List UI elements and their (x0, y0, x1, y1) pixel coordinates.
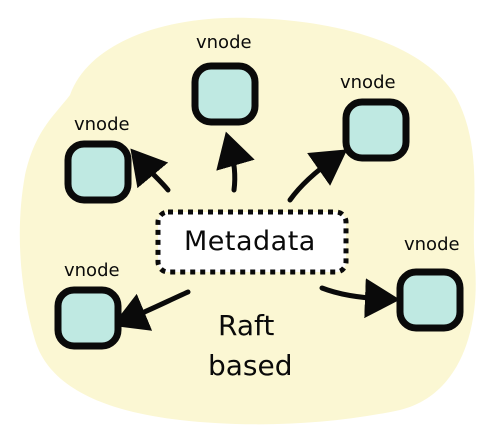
arrow-to-vnode-bottom-right (319, 278, 400, 319)
vnode-label-bottom-right: vnode (404, 234, 460, 255)
based-label: based (208, 349, 293, 382)
vnode-label-top-left: vnode (74, 114, 130, 135)
vnode-label-top: vnode (196, 32, 252, 53)
vnode-box-bottom-left (54, 286, 122, 350)
metadata-box (155, 209, 349, 275)
metadata-label: Metadata (184, 226, 316, 257)
vnode-box-bottom-right (396, 268, 464, 332)
vnode-label-bottom-left: vnode (64, 260, 120, 281)
arrow-to-vnode-bottom-left (112, 289, 191, 331)
vnode-box-top (191, 62, 259, 126)
arrow-to-vnode-top-left (130, 148, 171, 193)
raft-label: Raft (218, 309, 275, 342)
arrow-to-vnode-top-right (287, 149, 348, 203)
vnode-box-top-left (64, 140, 132, 204)
arrow-to-vnode-top (216, 131, 255, 193)
vnode-label-top-right: vnode (340, 72, 396, 93)
vnode-box-top-right (342, 98, 410, 162)
